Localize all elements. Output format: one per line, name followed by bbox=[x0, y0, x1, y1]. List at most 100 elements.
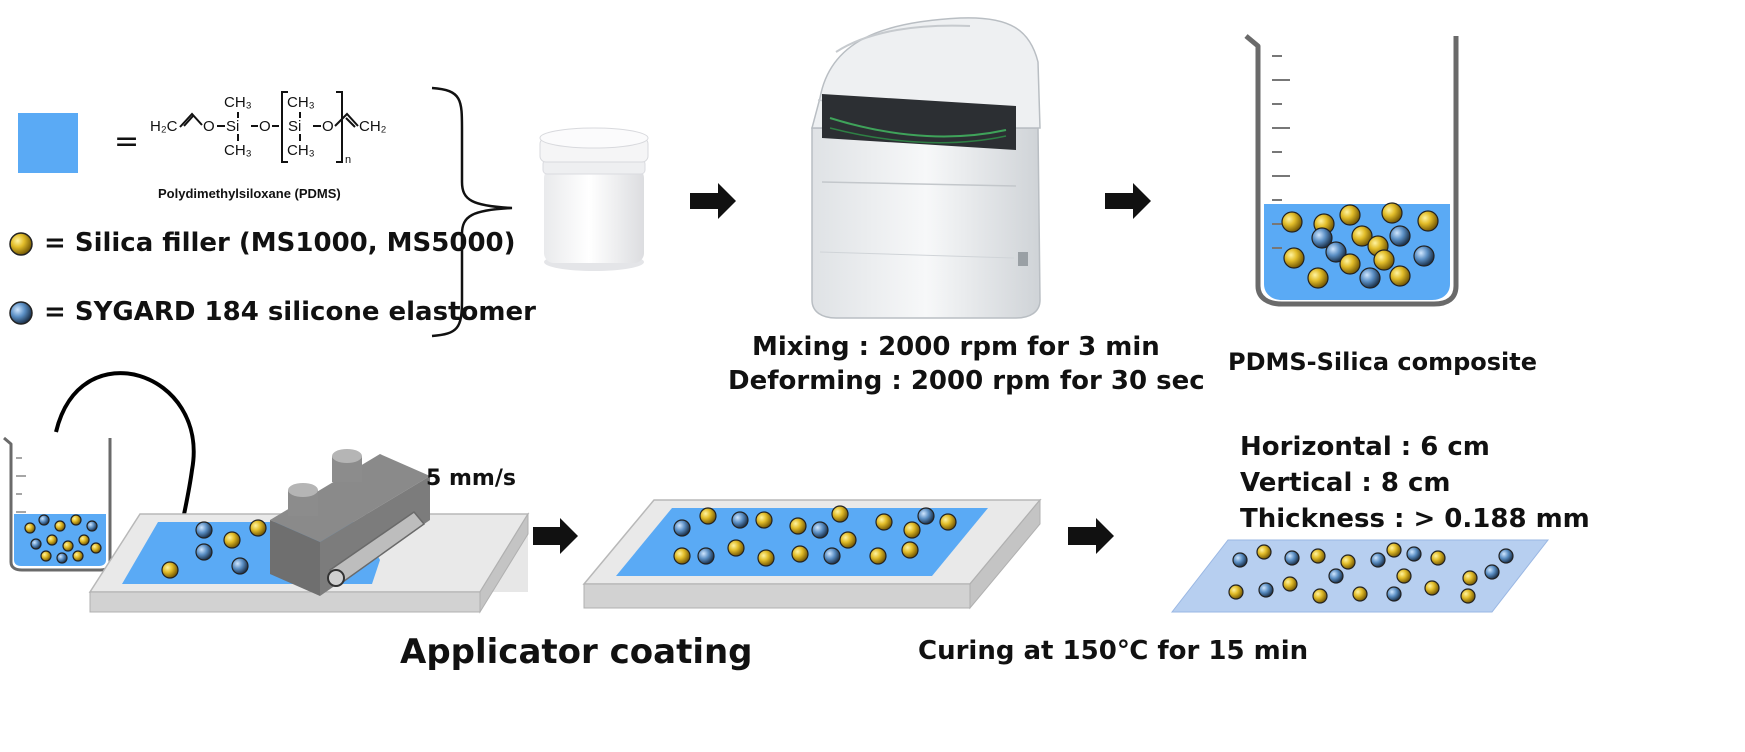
silica-particle-small-beaker bbox=[40, 550, 52, 562]
small-beaker bbox=[3, 436, 112, 572]
silica-particle-film bbox=[1460, 588, 1476, 604]
silica-legend-dot bbox=[9, 232, 33, 256]
arrow-mixer-to-beaker bbox=[1105, 183, 1151, 219]
silica-particle-small-beaker bbox=[70, 514, 82, 526]
silica-particle-film bbox=[1424, 580, 1440, 596]
silica-particle-beaker bbox=[1283, 247, 1305, 269]
silica-particle-curing bbox=[757, 549, 775, 567]
silica-particle-small-beaker bbox=[72, 550, 84, 562]
chem-si1: Si bbox=[226, 118, 240, 135]
silica-legend-label: = Silica filler (MS1000, MS5000) bbox=[44, 228, 516, 258]
arrow-applicator-to-curing bbox=[533, 518, 578, 554]
silica-particle-film bbox=[1396, 568, 1412, 584]
silica-particle-curing bbox=[673, 547, 691, 565]
silica-particle-film bbox=[1352, 586, 1368, 602]
silica-particle-film bbox=[1386, 542, 1402, 558]
silica-particle-curing bbox=[939, 513, 957, 531]
silica-particle-curing bbox=[831, 505, 849, 523]
silica-particle-film bbox=[1462, 570, 1478, 586]
silica-particle-curing bbox=[903, 521, 921, 539]
silica-particle-applicator bbox=[223, 531, 241, 549]
silica-particle-small-beaker bbox=[54, 520, 66, 532]
silica-particle-curing bbox=[727, 539, 745, 557]
elastomer-particle-applicator bbox=[195, 521, 213, 539]
chem-ch3-bot1: CH₃ bbox=[224, 142, 252, 159]
elastomer-particle-film bbox=[1284, 550, 1300, 566]
deforming-label: Deforming : 2000 rpm for 30 sec bbox=[728, 366, 1205, 396]
silica-particle-beaker bbox=[1339, 253, 1361, 275]
elastomer-particle-applicator bbox=[231, 557, 249, 575]
silica-particle-film bbox=[1340, 554, 1356, 570]
silica-particle-beaker bbox=[1339, 204, 1361, 226]
elastomer-particle-film bbox=[1386, 586, 1402, 602]
elastomer-particle-curing bbox=[731, 511, 749, 529]
elastomer-particle-applicator bbox=[195, 543, 213, 561]
elastomer-particle-film bbox=[1498, 548, 1514, 564]
elastomer-particle-film bbox=[1328, 568, 1344, 584]
silica-particle-curing bbox=[789, 517, 807, 535]
thickness-dimension: Thickness : > 0.188 mm bbox=[1240, 504, 1590, 534]
applicator-caption: Applicator coating bbox=[400, 632, 753, 672]
silica-particle-applicator bbox=[249, 519, 267, 537]
chem-o3: O bbox=[322, 118, 334, 135]
elastomer-particle-small-beaker bbox=[56, 552, 68, 564]
horizontal-dimension: Horizontal : 6 cm bbox=[1240, 432, 1490, 462]
silica-particle-film bbox=[1228, 584, 1244, 600]
elastomer-particle-beaker bbox=[1325, 241, 1347, 263]
silica-particle-curing bbox=[699, 507, 717, 525]
chem-n-subscript: n bbox=[345, 154, 352, 166]
elastomer-particle-beaker bbox=[1311, 227, 1333, 249]
silica-particle-small-beaker bbox=[78, 534, 90, 546]
elastomer-particle-curing bbox=[917, 507, 935, 525]
elastomer-particle-small-beaker bbox=[38, 514, 50, 526]
elastomer-particle-curing bbox=[811, 521, 829, 539]
chem-si2: Si bbox=[288, 118, 302, 135]
pdms-name: Polydimethylsiloxane (PDMS) bbox=[158, 186, 341, 201]
pdms-legend-swatch bbox=[18, 113, 78, 173]
silica-particle-film bbox=[1430, 550, 1446, 566]
elastomer-particle-film bbox=[1370, 552, 1386, 568]
silica-particle-curing bbox=[869, 547, 887, 565]
curing-caption: Curing at 150℃ for 15 min bbox=[918, 636, 1309, 666]
elastomer-particle-film bbox=[1232, 552, 1248, 568]
chem-o2: O bbox=[259, 118, 271, 135]
silica-particle-film bbox=[1256, 544, 1272, 560]
silica-particle-film bbox=[1310, 548, 1326, 564]
elastomer-particle-curing bbox=[673, 519, 691, 537]
silica-particle-film bbox=[1282, 576, 1298, 592]
silica-particle-film bbox=[1312, 588, 1328, 604]
silica-particle-small-beaker bbox=[62, 540, 74, 552]
chem-o1: O bbox=[203, 118, 215, 135]
silica-particle-beaker bbox=[1307, 267, 1329, 289]
chem-ch2: CH₂ bbox=[359, 118, 387, 135]
sygard-legend-label: = SYGARD 184 silicone elastomer bbox=[44, 297, 536, 327]
applicator-speed: 5 mm/s bbox=[426, 466, 516, 491]
silica-particle-beaker bbox=[1281, 211, 1303, 233]
elastomer-particle-beaker bbox=[1413, 245, 1435, 267]
silica-particle-curing bbox=[875, 513, 893, 531]
arrow-jar-to-mixer bbox=[690, 183, 736, 219]
silica-particle-beaker bbox=[1381, 202, 1403, 224]
elastomer-particle-film bbox=[1484, 564, 1500, 580]
chem-ch3-top1: CH₃ bbox=[224, 94, 252, 111]
silica-particle-beaker bbox=[1389, 265, 1411, 287]
elastomer-particle-curing bbox=[697, 547, 715, 565]
mixer-image bbox=[811, 17, 1041, 319]
chem-h2c: H₂C bbox=[150, 118, 178, 135]
arrow-curing-to-film bbox=[1068, 518, 1114, 554]
elastomer-particle-film bbox=[1258, 582, 1274, 598]
silica-particle-small-beaker bbox=[90, 542, 102, 554]
silica-particle-curing bbox=[839, 531, 857, 549]
silica-particle-curing bbox=[901, 541, 919, 559]
composite-beaker bbox=[1244, 34, 1459, 307]
elastomer-legend-dot bbox=[9, 301, 33, 325]
silica-particle-beaker bbox=[1373, 249, 1395, 271]
chem-ch3-bot2: CH₃ bbox=[287, 142, 315, 159]
elastomer-particle-small-beaker bbox=[86, 520, 98, 532]
vertical-dimension: Vertical : 8 cm bbox=[1240, 468, 1451, 498]
composite-label: PDMS-Silica composite bbox=[1228, 348, 1538, 376]
elastomer-particle-film bbox=[1406, 546, 1422, 562]
silica-particle-small-beaker bbox=[46, 534, 58, 546]
